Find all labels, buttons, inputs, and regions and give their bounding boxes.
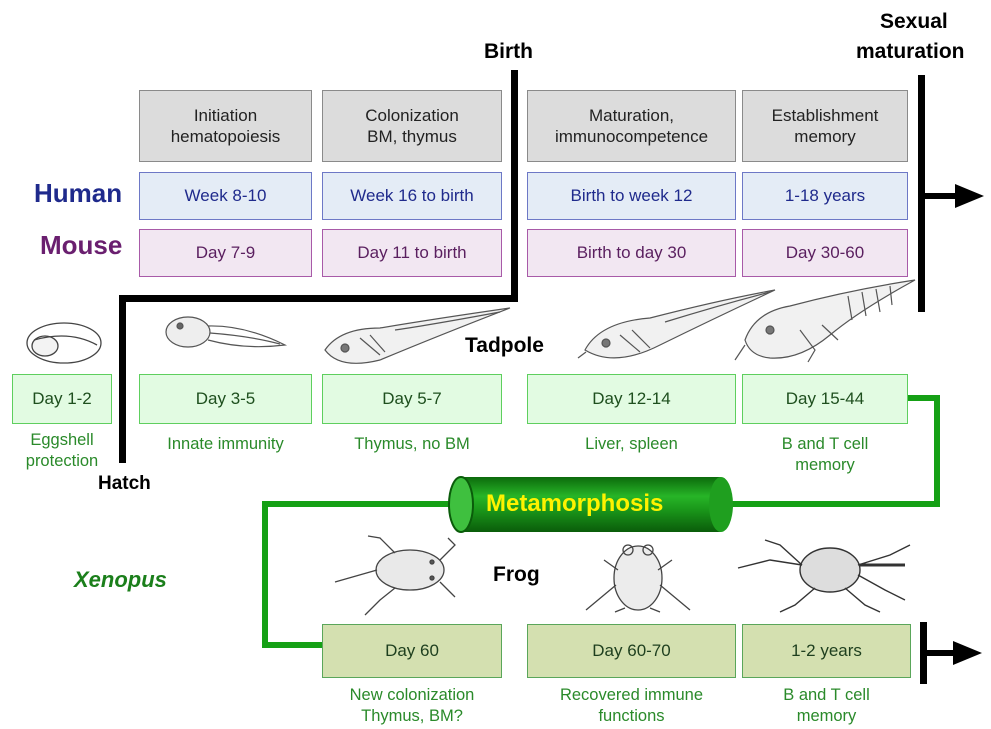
stage-line1: Maturation,: [589, 105, 674, 126]
tadpole-note-line2: memory: [742, 455, 908, 476]
tadpole-day: Day 15-44: [742, 374, 908, 424]
stage-box: Colonization BM, thymus: [322, 90, 502, 162]
human-period: 1-18 years: [742, 172, 908, 220]
frog-note: B and T cell memory: [742, 685, 911, 726]
tadpole-early-icon: [166, 317, 285, 347]
metamorphosis-label: Metamorphosis: [486, 490, 663, 518]
human-period: Week 16 to birth: [322, 172, 502, 220]
stage-box: Maturation, immunocompetence: [527, 90, 736, 162]
stage-line2: BM, thymus: [367, 126, 457, 147]
frog-note-line1: New colonization: [322, 685, 502, 706]
frog-day: Day 60-70: [527, 624, 736, 678]
xenopus-label: Xenopus: [74, 567, 167, 593]
froglet-icon: [335, 536, 455, 615]
adult-frog-icon: [738, 540, 910, 612]
mouse-period: Day 30-60: [742, 229, 908, 277]
frog-day: 1-2 years: [742, 624, 911, 678]
tadpole-day: Day 5-7: [322, 374, 502, 424]
stage-line1: Establishment: [772, 105, 879, 126]
tadpole-note: B and T cell memory: [742, 434, 908, 475]
sexual-maturation-label-line1: Sexual: [880, 10, 948, 34]
stage-box: Establishment memory: [742, 90, 908, 162]
stage-line1: Colonization: [365, 105, 459, 126]
stage-box: Initiation hematopoiesis: [139, 90, 312, 162]
frog-note-line2: functions: [527, 706, 736, 727]
tadpole-note-line2: protection: [12, 451, 112, 472]
mouse-period: Day 7-9: [139, 229, 312, 277]
human-period: Week 8-10: [139, 172, 312, 220]
sexual-maturation-arrowhead: [955, 184, 984, 208]
frog-note: New colonization Thymus, BM?: [322, 685, 502, 726]
frog-note-line1: Recovered immune: [527, 685, 736, 706]
stage-line2: immunocompetence: [555, 126, 708, 147]
sexual-maturation-label-line2: maturation: [856, 40, 965, 64]
mouse-period: Day 11 to birth: [322, 229, 502, 277]
tadpole-note: Innate immunity: [139, 434, 312, 455]
stage-line2: hematopoiesis: [171, 126, 281, 147]
frog-note-line2: memory: [742, 706, 911, 727]
frog-note-line2: Thymus, BM?: [322, 706, 502, 727]
tadpole-note-line1: Thymus, no BM: [322, 434, 502, 455]
tadpole-day: Day 12-14: [527, 374, 736, 424]
tadpole-note-line1: Liver, spleen: [527, 434, 736, 455]
tadpole-note: Liver, spleen: [527, 434, 736, 455]
mouse-label: Mouse: [40, 230, 122, 261]
frog-label: Frog: [493, 563, 540, 587]
human-label: Human: [34, 178, 122, 209]
human-period: Birth to week 12: [527, 172, 736, 220]
tadpole-label: Tadpole: [465, 334, 544, 358]
stage-line1: Initiation: [194, 105, 257, 126]
tadpole-day: Day 1-2: [12, 374, 112, 424]
frog-note-line1: B and T cell: [742, 685, 911, 706]
tadpole-large-icon: [578, 290, 775, 358]
tadpole-note: Eggshell protection: [12, 430, 112, 471]
frog-note: Recovered immune functions: [527, 685, 736, 726]
mouse-period: Birth to day 30: [527, 229, 736, 277]
stage-line2: memory: [794, 126, 855, 147]
egg-icon: [27, 323, 101, 363]
frog-arrowhead: [953, 641, 982, 665]
birth-label: Birth: [484, 40, 533, 64]
tadpole-note-line1: B and T cell: [742, 434, 908, 455]
hatch-label: Hatch: [98, 473, 151, 495]
tadpole-day: Day 3-5: [139, 374, 312, 424]
tadpole-note: Thymus, no BM: [322, 434, 502, 455]
frog-icon: [586, 545, 690, 612]
tadpole-note-line1: Eggshell: [12, 430, 112, 451]
frog-day: Day 60: [322, 624, 502, 678]
tadpole-note-line1: Innate immunity: [139, 434, 312, 455]
